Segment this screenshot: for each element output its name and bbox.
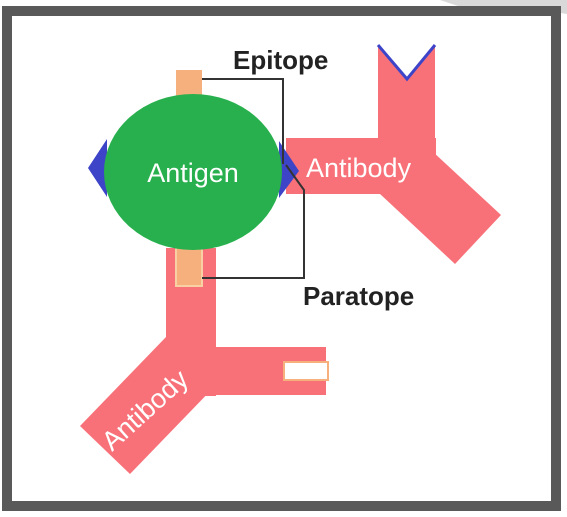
paratope-strip-bottom: [176, 246, 202, 286]
antibody-right: Antibody: [286, 45, 501, 264]
antibody-bottom: Antibody: [80, 248, 328, 474]
antibody-right-label: Antibody: [306, 153, 412, 183]
antigen-label: Antigen: [147, 158, 239, 188]
antibody-bottom-arm-notch: [284, 362, 328, 380]
epitope-label: Epitope: [233, 45, 328, 75]
paratope-label: Paratope: [303, 281, 414, 311]
